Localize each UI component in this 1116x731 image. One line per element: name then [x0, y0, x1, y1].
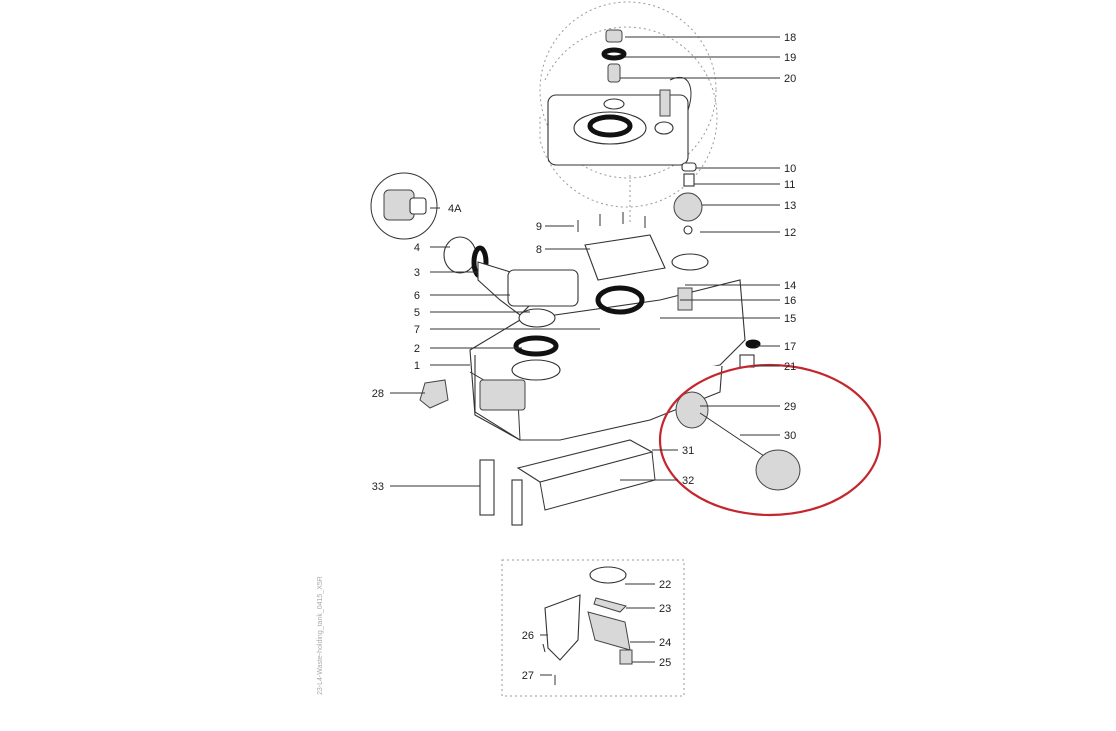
callout-8: 8 [536, 244, 542, 256]
frame-assembly [479, 439, 656, 526]
callout-31: 31 [682, 445, 694, 457]
callout-4a: 4A [448, 203, 462, 215]
callout-2: 2 [414, 343, 420, 355]
callout-29: 29 [784, 401, 796, 413]
callout-30: 30 [784, 430, 796, 442]
part-29-30-float [675, 391, 801, 491]
callout-12: 12 [784, 227, 796, 239]
callout-14: 14 [784, 280, 796, 292]
top-inset-detail [539, 1, 718, 225]
callout-10: 10 [784, 163, 796, 175]
callout-26: 26 [522, 630, 534, 642]
callout-1: 1 [414, 360, 420, 372]
top-plate [577, 162, 761, 368]
callout-27: 27 [522, 670, 534, 682]
spout-assembly [443, 236, 579, 328]
callout-22: 22 [659, 579, 671, 591]
side-note: 23-L4-Waste-holding_tank_0415_X5R [317, 576, 324, 695]
callout-7: 7 [414, 324, 420, 336]
callout-4: 4 [414, 242, 420, 254]
callout-28: 28 [372, 388, 384, 400]
callout-3: 3 [414, 267, 420, 279]
callout-5: 5 [414, 307, 420, 319]
bottom-inset-box [501, 559, 685, 697]
callout-16: 16 [784, 295, 796, 307]
callout-32: 32 [682, 475, 694, 487]
callout-11: 11 [784, 179, 795, 191]
callout-19: 19 [784, 52, 796, 64]
callout-20: 20 [784, 73, 796, 85]
part-28-clip [419, 379, 449, 409]
callout-13: 13 [784, 200, 796, 212]
callout-25: 25 [659, 657, 671, 669]
callout-17: 17 [784, 341, 796, 353]
callout-labels: 1 2 3 4 4A 5 6 7 8 9 10 11 12 13 14 15 1… [372, 32, 797, 682]
callout-18: 18 [784, 32, 796, 44]
callout-24: 24 [659, 637, 671, 649]
callout-33: 33 [372, 481, 384, 493]
callout-23: 23 [659, 603, 671, 615]
highlight-circle [658, 363, 882, 517]
leader-lines [390, 36, 780, 676]
callout-15: 15 [784, 313, 796, 325]
callout-6: 6 [414, 290, 420, 302]
part-4a-inset [370, 172, 438, 240]
callout-21: 21 [784, 361, 796, 373]
callout-9: 9 [536, 221, 542, 233]
